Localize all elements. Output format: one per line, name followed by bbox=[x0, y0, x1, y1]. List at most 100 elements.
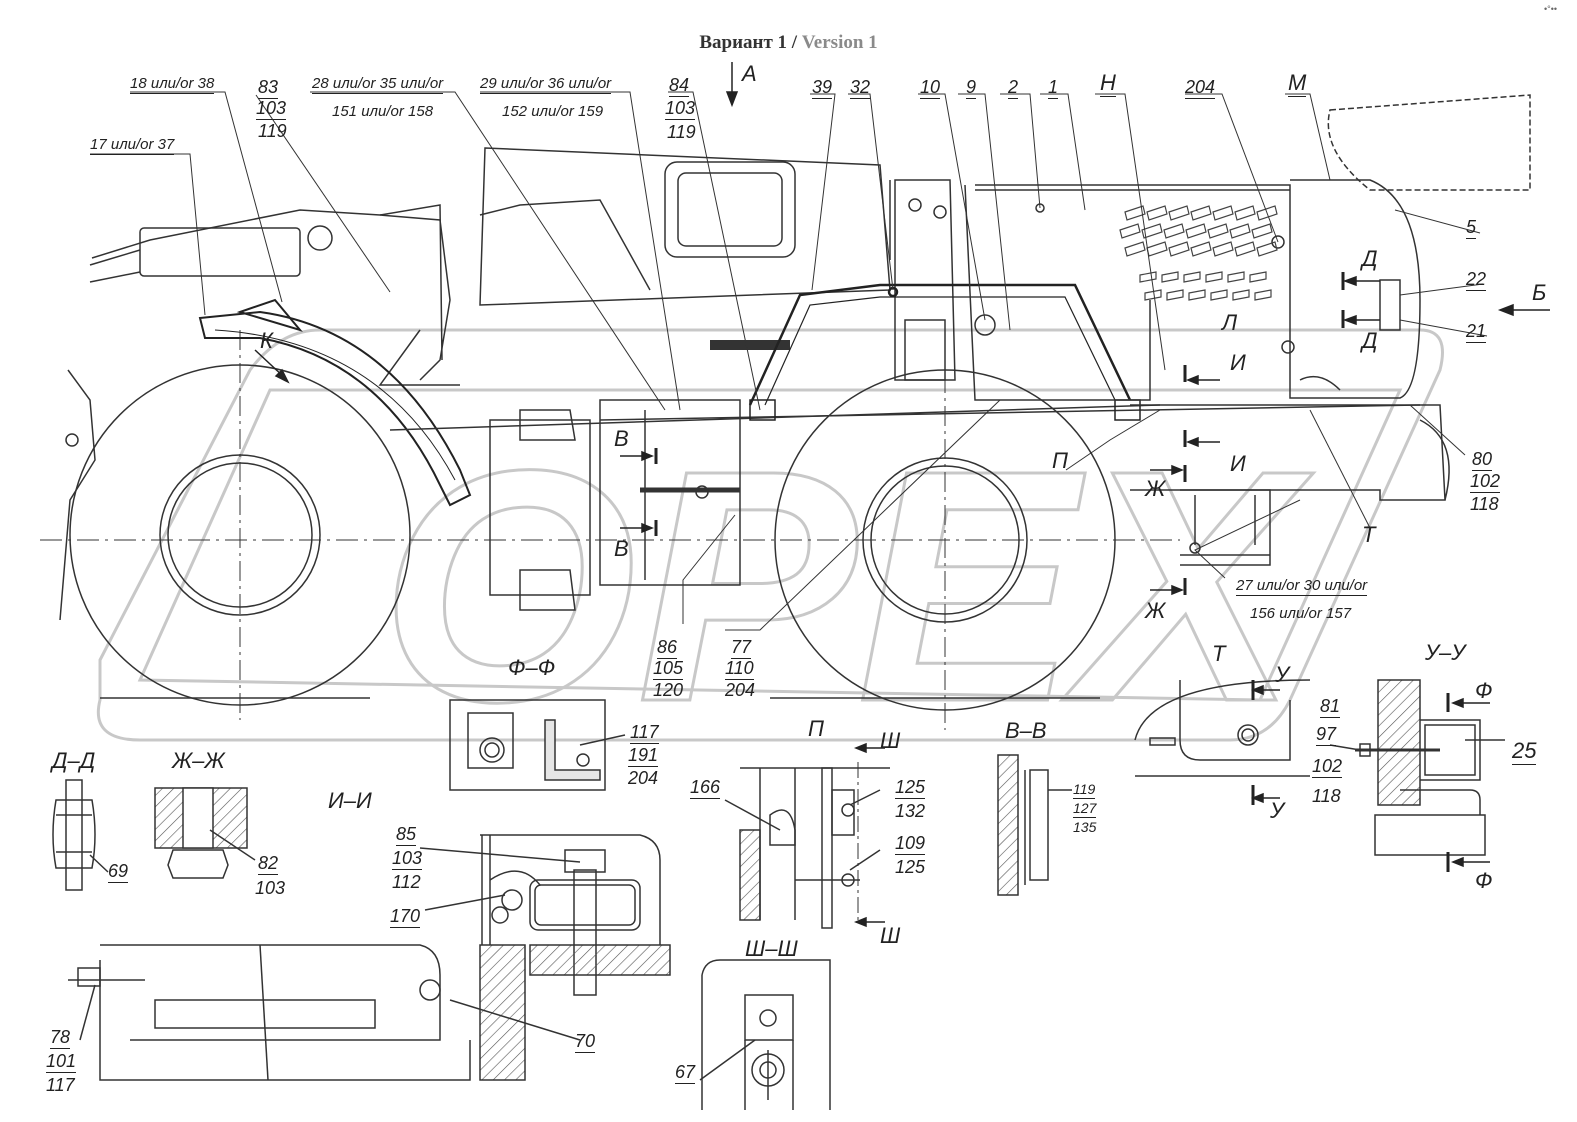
callout-28-35: 28 или/or 35 или/or bbox=[312, 75, 444, 94]
callout-2: 2 bbox=[1008, 77, 1019, 99]
callout-119-c: 119 bbox=[1073, 781, 1096, 799]
grille-slot bbox=[1185, 223, 1207, 239]
grille-slot bbox=[1212, 205, 1234, 221]
watermark-logo: OPEX bbox=[97, 328, 1444, 772]
callout-f-2: Ф bbox=[1475, 868, 1493, 893]
callout-127: 127 bbox=[1073, 800, 1097, 818]
section-ii-label: И–И bbox=[328, 788, 372, 813]
rear-frame bbox=[1130, 404, 1450, 566]
title-main: Вариант 1 bbox=[699, 32, 788, 53]
grille-slot bbox=[1249, 271, 1267, 283]
grille-slot bbox=[1256, 205, 1278, 221]
callout-82: 82 bbox=[258, 853, 279, 875]
callout-k: К bbox=[260, 328, 273, 353]
callout-84: 84 bbox=[669, 75, 690, 97]
callout-80: 80 bbox=[1472, 449, 1493, 471]
callout-1: 1 bbox=[1048, 77, 1059, 99]
view-arrow-b-label: Б bbox=[1532, 280, 1547, 305]
section-shsh-view bbox=[699, 959, 831, 1110]
callout-t: Т bbox=[1362, 522, 1376, 547]
callout-21: 21 bbox=[1466, 321, 1487, 343]
section-shsh-label: Ш–Ш bbox=[745, 936, 798, 961]
grille-slot bbox=[1227, 271, 1245, 283]
front-fender bbox=[198, 298, 472, 507]
callout-5: 5 bbox=[1466, 217, 1477, 239]
callout-29-36: 29 или/or 36 или/or bbox=[480, 75, 612, 94]
engine-hood bbox=[975, 94, 1531, 399]
callout-105: 105 bbox=[653, 658, 684, 680]
callout-166: 166 bbox=[690, 777, 721, 799]
drawing-title: Вариант 1 / Version 1 bbox=[0, 32, 1577, 54]
detail-section-arrows bbox=[853, 680, 1490, 928]
corner-mark: •°•• bbox=[1543, 4, 1557, 14]
section-uu-view bbox=[1329, 679, 1505, 856]
section-vv-label: В–В bbox=[1005, 718, 1047, 743]
callout-125-a: 125 bbox=[895, 777, 926, 799]
grille-slot bbox=[1254, 289, 1272, 301]
callout-sh-2: Ш bbox=[880, 923, 901, 948]
grille-slot bbox=[1144, 289, 1162, 301]
grille-slot bbox=[1183, 271, 1201, 283]
callout-109: 109 bbox=[895, 833, 926, 855]
callout-119-a: 119 bbox=[258, 121, 287, 141]
callout-m: М bbox=[1288, 70, 1307, 97]
grille-slot bbox=[1139, 271, 1157, 283]
callout-sh-1: Ш bbox=[880, 728, 901, 753]
callout-h: Н bbox=[1100, 70, 1116, 97]
grille-slot bbox=[1168, 205, 1190, 221]
section-ff-view bbox=[449, 699, 626, 791]
callout-v-1: В bbox=[614, 426, 629, 451]
callout-u-2: У bbox=[1270, 798, 1285, 823]
callout-152-159: 152 или/or 159 bbox=[502, 103, 604, 120]
grille-slot bbox=[1124, 205, 1146, 221]
callout-v-2: В bbox=[614, 536, 629, 561]
grille-slot bbox=[1256, 241, 1278, 257]
callout-135: 135 bbox=[1073, 819, 1097, 835]
callout-103-d: 103 bbox=[392, 848, 423, 870]
section-dd-label: Д–Д bbox=[52, 748, 96, 773]
section-ff-label: Ф–Ф bbox=[508, 655, 556, 680]
grille-slot bbox=[1229, 223, 1251, 239]
grille-slot bbox=[1190, 205, 1212, 221]
grille-slot bbox=[1146, 205, 1168, 221]
callout-103-c: 103 bbox=[255, 878, 286, 898]
section-zhzh-label: Ж–Ж bbox=[172, 748, 225, 773]
callout-78: 78 bbox=[50, 1027, 71, 1049]
callout-156-157: 156 или/or 157 bbox=[1250, 605, 1352, 622]
callout-u-1: У bbox=[1275, 662, 1290, 687]
callout-97: 97 bbox=[1316, 724, 1337, 746]
grille-slot bbox=[1188, 289, 1206, 301]
callout-151-158: 151 или/or 158 bbox=[332, 103, 434, 120]
grille-slot bbox=[1168, 241, 1190, 257]
grille-slot bbox=[1234, 205, 1256, 221]
grille-slot bbox=[1210, 289, 1228, 301]
callout-d-2: Д bbox=[1362, 328, 1378, 353]
grille-slot bbox=[1161, 271, 1179, 283]
callout-67: 67 bbox=[675, 1062, 696, 1084]
ground-lines bbox=[40, 539, 1180, 699]
grille-slot bbox=[1251, 223, 1273, 239]
callout-81: 81 bbox=[1320, 696, 1341, 718]
callout-103-a: 103 bbox=[256, 98, 287, 120]
callout-118-a: 118 bbox=[1470, 494, 1499, 514]
callout-119-b: 119 bbox=[667, 122, 696, 142]
section-ii-view bbox=[68, 834, 671, 1081]
section-dd-view bbox=[52, 779, 109, 891]
callout-zh-2: Ж bbox=[1145, 598, 1166, 623]
view-arrow-a-label: A bbox=[742, 61, 757, 86]
callout-102-b: 102 bbox=[1312, 756, 1343, 778]
section-zhzh-view bbox=[154, 787, 256, 879]
callout-27-30: 27 или/or 30 или/or bbox=[1236, 577, 1368, 596]
callout-p: П bbox=[1052, 448, 1068, 473]
callout-69: 69 bbox=[108, 861, 129, 883]
callout-83: 83 bbox=[258, 77, 279, 99]
grille-slot bbox=[1232, 289, 1250, 301]
section-vv-view bbox=[997, 754, 1072, 896]
view-arrows bbox=[254, 62, 1550, 596]
grille-slot bbox=[1141, 223, 1163, 239]
detail-p-label: П bbox=[808, 716, 824, 741]
grille-slot bbox=[1207, 223, 1229, 239]
callout-101: 101 bbox=[46, 1051, 77, 1073]
grille-slot bbox=[1212, 241, 1234, 257]
